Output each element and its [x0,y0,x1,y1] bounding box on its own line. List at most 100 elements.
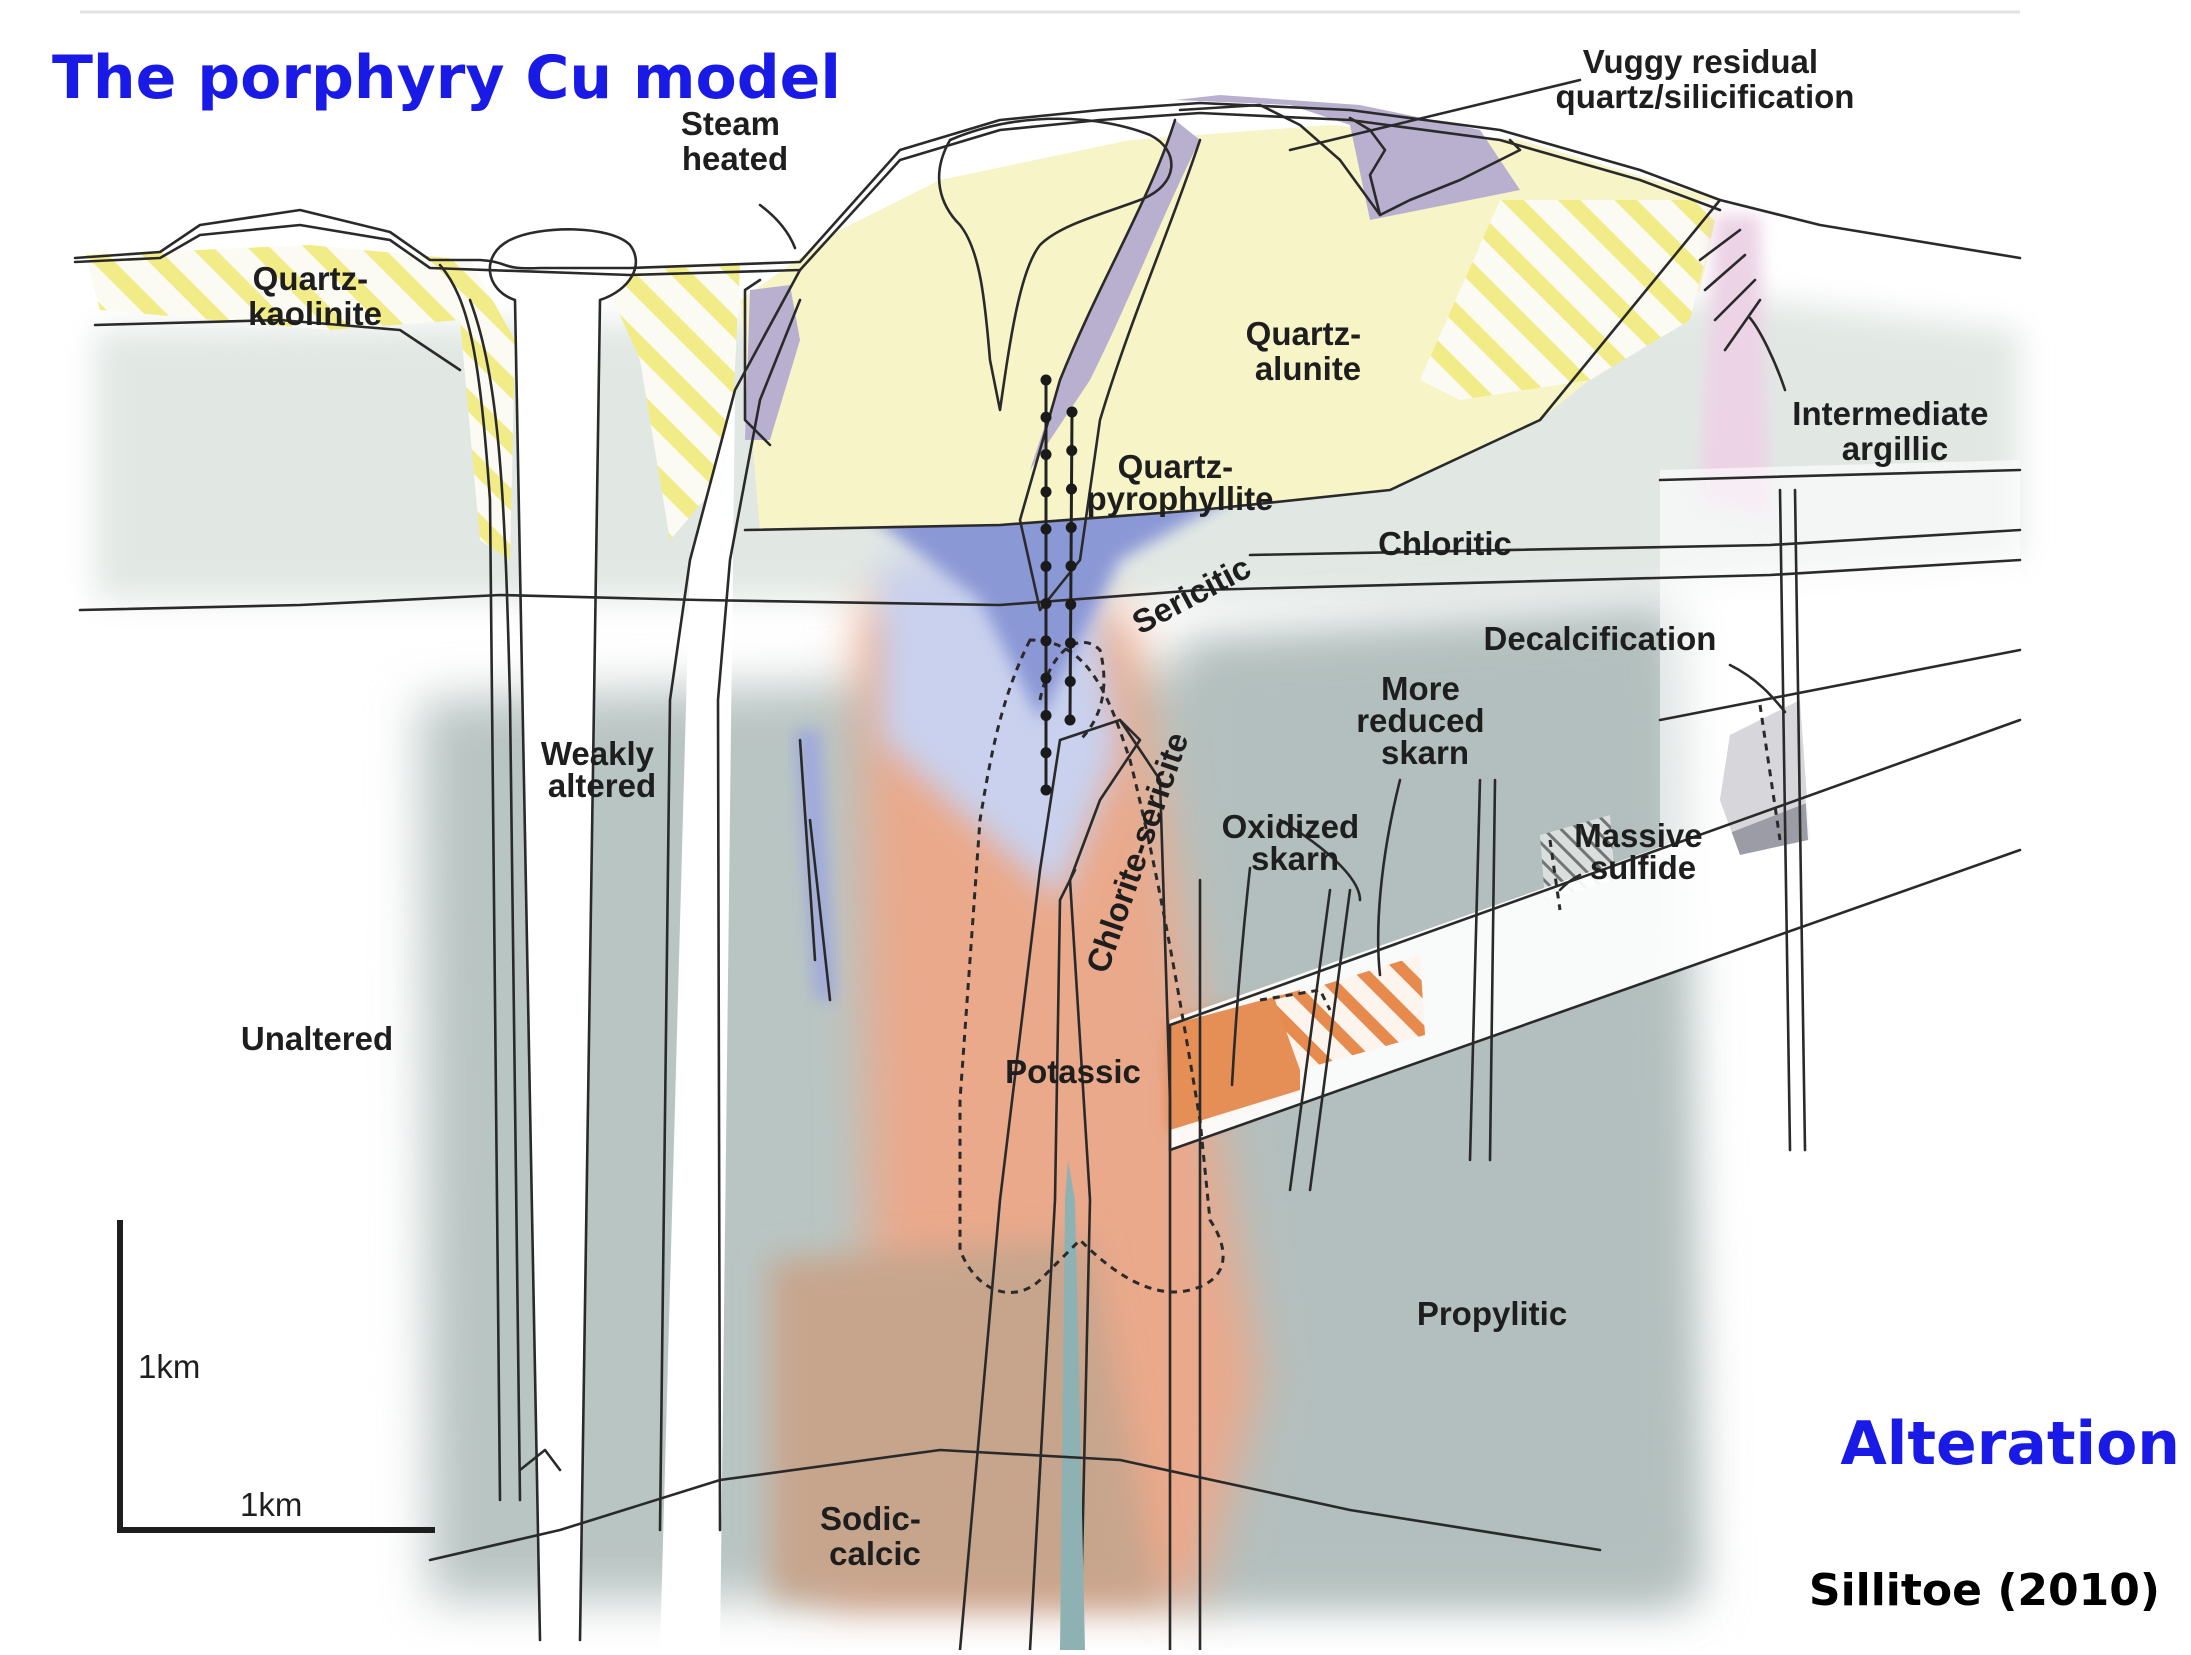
fault-b [1778,488,1807,1152]
kaolinite-hatch-east [1420,200,1720,400]
vuggy-leader [1288,78,1582,152]
intermediate-argillic-zone [1700,215,1770,520]
quartz-alunite-zone [740,125,1720,530]
weakly-altered-stock [489,229,636,1650]
vuggy-quartz-dike [1030,120,1200,470]
argillic-leader [1748,316,1787,392]
vein-dot [1040,560,1052,572]
label-chloritic: Chloritic [1378,525,1512,562]
vuggy-quartz-zone [1175,95,1520,220]
scale-bar: 1km 1km [117,1220,435,1533]
label-oxidized-skarn: Oxidized skarn [1222,808,1369,877]
vein-dot [1066,406,1078,418]
sulfide-dash [1548,839,1562,911]
vein-dots [1040,374,1078,796]
vein-dot [1066,483,1077,495]
diagram-subtitle: Alteration [1840,1409,2180,1479]
label-vuggy: Vuggy residual quartz/silicification [1556,43,1855,115]
kaolinite-hatch-center [600,265,740,540]
vein-dot [1066,445,1078,456]
stock-left-margin [468,298,522,1502]
paleo-right-1 [1658,468,2022,482]
label-propylitic: Propylitic [1417,1295,1567,1332]
vein-dot [1064,714,1076,726]
vein-dot [1040,486,1052,498]
argillic-veins [1698,228,1762,352]
stock-root [518,1448,562,1472]
vein-dot [1040,374,1052,386]
bed-bottom [1168,848,2022,1152]
ground-surface [73,101,2022,270]
bed-top [1168,718,2022,1027]
vein-dot [1040,672,1052,684]
ore-shell-top [1038,640,1106,742]
sulfide-leader [1558,873,1582,892]
geology-lines [73,101,2022,1652]
label-decalcification: Decalcification [1484,620,1717,657]
oxidized-skarn-overlay [1170,990,1300,1130]
scale-bar-axes [117,1220,435,1533]
vein-dot [1064,676,1076,687]
kaolinite-base [93,318,462,372]
oxidized-leader [1230,866,1252,1087]
decalc-dash [1758,704,1782,841]
vuggy-jag [1348,116,1387,217]
scale-horizontal-label: 1km [240,1486,302,1523]
dike-right [716,298,802,1532]
stock-outer-left [438,263,502,1502]
vein-dot [1065,637,1076,649]
vein-dot [1040,784,1052,796]
label-potassic: Potassic [1005,1053,1141,1090]
vein-dot [1040,635,1052,647]
vein-dot [1040,523,1052,535]
label-weakly-altered: Weakly altered [541,735,663,804]
steam-heated-box [743,278,772,447]
vein-dot [1040,411,1052,423]
diagram-title: The porphyry Cu model [52,43,841,113]
vein-dot [1065,522,1077,533]
paleo-right-2 [1658,648,2022,722]
fault-a [1468,778,1497,1162]
weakly-altered-dike [660,390,735,1650]
label-steam-heated: Steam heated [681,105,789,177]
reduced-leader [1376,778,1402,977]
ground-surface-base [73,111,1722,277]
stock-outline [488,228,638,1642]
source-credit: Sillitoe (2010) [1809,1565,2160,1616]
label-quartz-kaolinite: Quartz- kaolinite [248,260,382,332]
label-unaltered: Unaltered [241,1020,393,1057]
late-dike [1060,1160,1085,1650]
ore-shell-outline [958,638,1225,1294]
decalc-leader [1728,663,1787,714]
vein-dot [1040,449,1052,461]
vuggy-dike-outline [1018,118,1202,612]
dike-cutting-skarn [1288,888,1352,1192]
vein-dot [1040,598,1052,610]
vein-dot [1065,599,1077,610]
porphyry-stem [958,718,1142,1652]
bed-dashed-right [1278,818,1362,902]
vein-dot [1040,747,1052,759]
label-more-reduced-skarn: More reduced skarn [1356,670,1494,771]
porphyry-inner [1028,868,1077,1652]
steam-heated-leader [758,203,797,250]
upper-bed [1660,460,2020,860]
veinlets [798,738,832,1002]
lithocap-base [743,198,1722,532]
dike-left [658,268,802,1532]
label-intermediate-argillic: Intermediate argillic [1792,395,1997,467]
quartz-kaolinite-hatch [85,245,515,560]
leader-arrows [758,78,1787,1087]
vein-dot [1065,560,1077,572]
scale-vertical-label: 1km [138,1348,200,1385]
reduced-skarn-overlay [1275,955,1425,1070]
breccia-pipe [937,117,1173,412]
label-massive-sulfide: Massive sulfide [1574,817,1712,886]
chloritic-upper [1248,528,2022,557]
stem-right [1118,718,1172,1652]
deep-contact [428,1448,1602,1562]
label-quartz-alunite: Quartz- alunite [1246,315,1371,387]
chloritic-base [78,558,2022,612]
